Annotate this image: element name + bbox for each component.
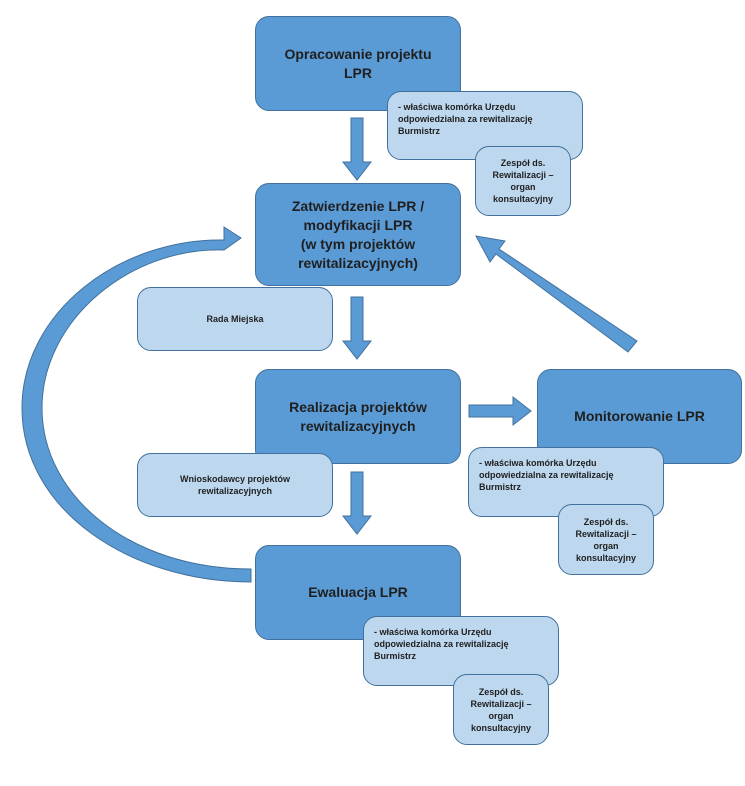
arrow-realizacja-to-ewaluacja: [341, 471, 373, 535]
step-zatwierdzenie-label: Zatwierdzenie LPR / modyfikacji LPR (w t…: [291, 197, 425, 271]
actor-zespol-ewaluacja: Zespół ds. Rewitalizacji – organ konsult…: [453, 674, 549, 745]
actor-wnioskodawcy: Wnioskodawcy projektów rewitalizacyjnych: [137, 453, 333, 517]
arrow-ewaluacja-to-zatwierdzenie: [21, 226, 252, 583]
actor-zespol-opracowanie: Zespół ds. Rewitalizacji – organ konsult…: [475, 146, 571, 216]
actor-rada-miejska: Rada Miejska: [137, 287, 333, 351]
step-realizacja-label: Realizacja projektów rewitalizacyjnych: [289, 398, 427, 434]
arrow-monitorowanie-to-zatwierdzenie: [475, 235, 638, 353]
arrow-opracowanie-to-zatwierdzenie: [341, 117, 373, 181]
step-monitorowanie-label: Monitorowanie LPR: [574, 408, 705, 424]
step-opracowanie-label: Opracowanie projektu LPR: [284, 45, 432, 81]
step-realizacja: Realizacja projektów rewitalizacyjnych: [255, 369, 461, 464]
arrow-realizacja-to-monitorowanie: [468, 395, 532, 427]
step-zatwierdzenie: Zatwierdzenie LPR / modyfikacji LPR (w t…: [255, 183, 461, 286]
arrow-zatwierdzenie-to-realizacja: [341, 296, 373, 360]
step-ewaluacja-label: Ewaluacja LPR: [308, 584, 408, 600]
actor-zespol-monitorowanie: Zespół ds. Rewitalizacji – organ konsult…: [558, 504, 654, 575]
